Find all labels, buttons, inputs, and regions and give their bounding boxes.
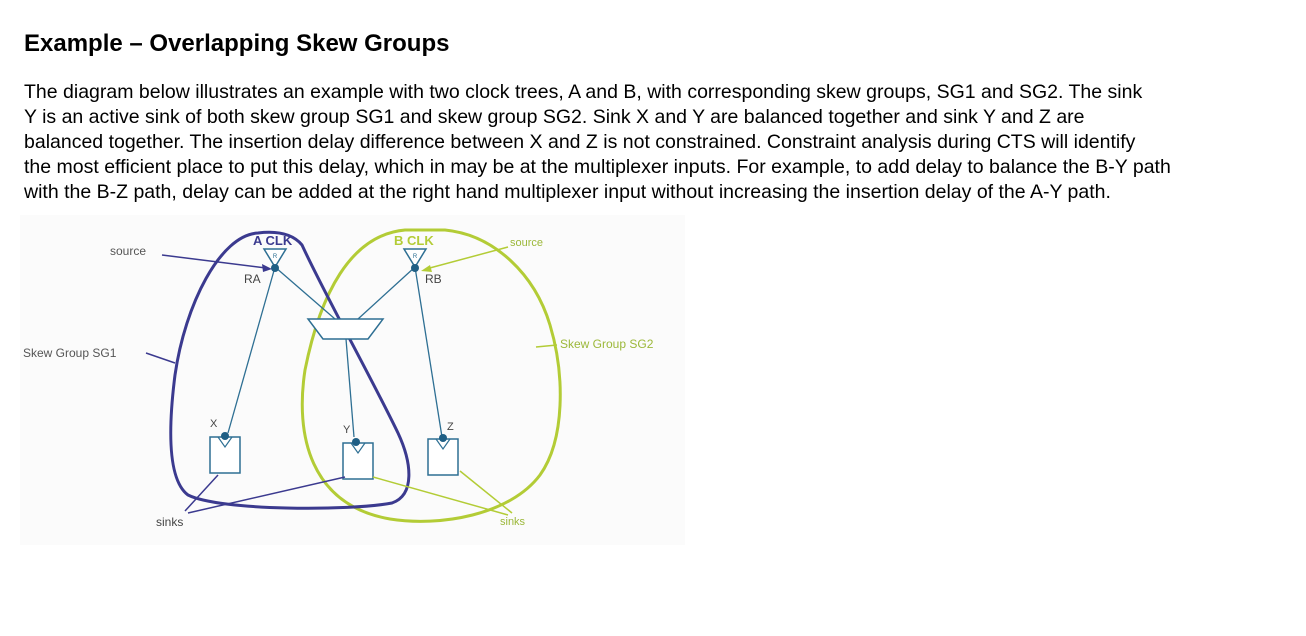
a-clk-label: A CLK [253, 233, 293, 248]
source-label-left: source [110, 244, 146, 258]
paragraph-line: balanced together. The insertion delay d… [24, 131, 1136, 153]
sink-x-flop [209, 436, 241, 474]
skew-group-diagram: R R [20, 215, 685, 545]
skew-group-sg1-label: Skew Group SG1 [23, 346, 117, 360]
multiplexer [306, 318, 385, 340]
sinks-label-left: sinks [156, 515, 183, 529]
clock-pins [221, 264, 447, 446]
skew-group-sg2-outline [300, 228, 562, 523]
buffer-mark-label: R [413, 254, 418, 260]
buffer-mark-label: R [273, 254, 278, 260]
paragraph-line: with the B-Z path, delay can be added at… [24, 181, 1111, 203]
sink-y-flop [342, 442, 374, 480]
paragraph-line: The diagram below illustrates an example… [24, 81, 1143, 103]
b-clk-label: B CLK [394, 233, 434, 248]
sink-x-label: X [210, 418, 218, 430]
clock-wires [227, 266, 443, 438]
sink-z-flop [427, 438, 459, 476]
source-pointer-left [161, 254, 267, 269]
sink-z-label: Z [447, 421, 454, 433]
source-label-right: source [510, 237, 543, 249]
description-paragraph: The diagram below illustrates an example… [24, 80, 1294, 205]
paragraph-line: the most efficient place to put this del… [24, 156, 1171, 178]
diagram-canvas: R R [23, 228, 654, 529]
page-title: Example – Overlapping Skew Groups [24, 30, 450, 57]
sink-y-label: Y [343, 424, 351, 436]
sinks-label-right: sinks [500, 516, 526, 528]
source-pointer-right [425, 246, 509, 270]
ra-label: RA [244, 272, 261, 286]
skew-group-sg2-label: Skew Group SG2 [560, 337, 654, 351]
rb-label: RB [425, 272, 442, 286]
paragraph-line: Y is an active sink of both skew group S… [24, 106, 1085, 128]
clock-buffer-ra [262, 248, 288, 269]
sinks-pointer-right [372, 470, 513, 516]
clock-buffer-rb [402, 248, 428, 269]
skew-group-sg1-outline [169, 230, 411, 510]
sinks-pointer-left [184, 474, 346, 514]
